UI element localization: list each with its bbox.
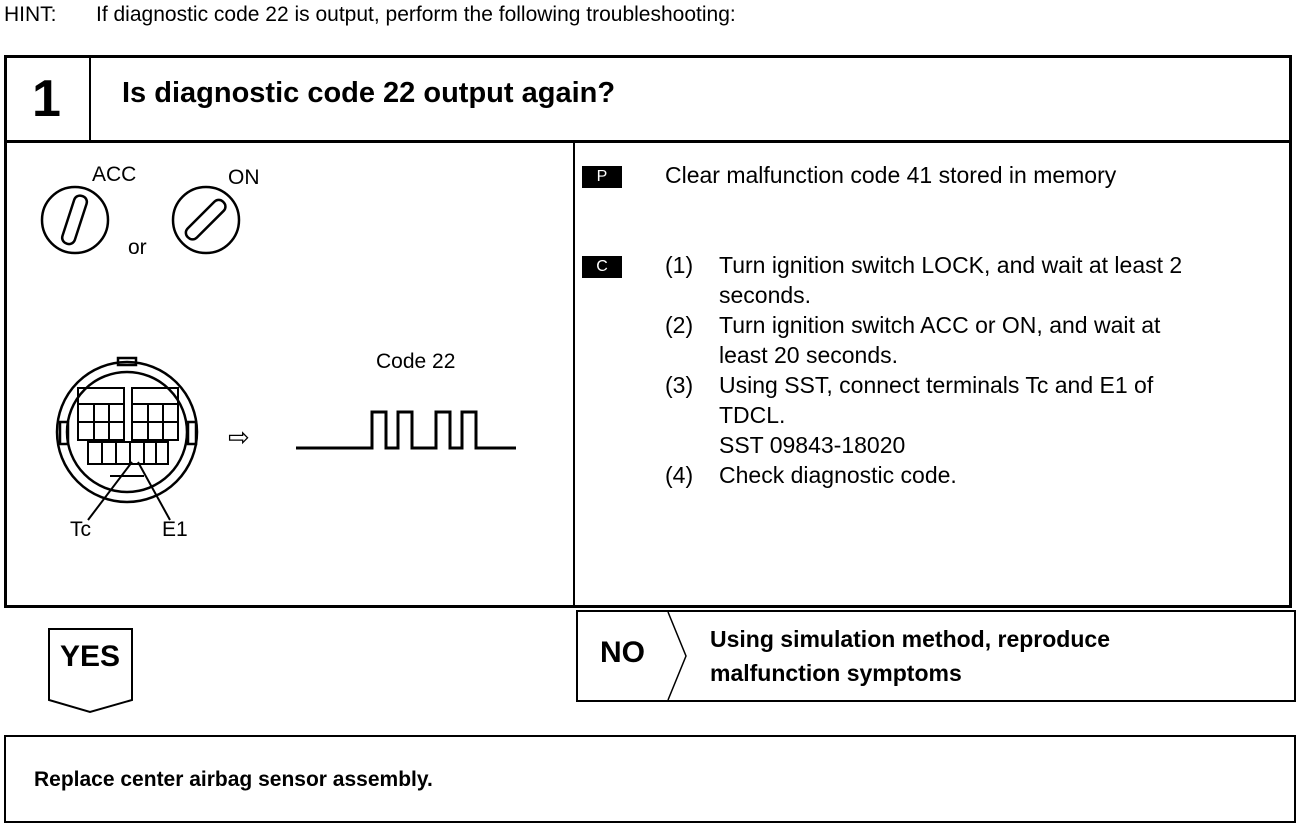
no-label: NO <box>600 636 645 669</box>
arrow-icon: ⇨ <box>228 422 250 452</box>
step-text-line: Turn ignition switch ACC or ON, and wait… <box>719 312 1161 338</box>
step-index: (4) <box>665 462 694 488</box>
step-text-line: SST 09843-18020 <box>719 432 906 458</box>
ignition-on-icon <box>171 185 241 255</box>
step-header-divider <box>4 140 1292 143</box>
e1-label: E1 <box>162 518 188 541</box>
no-branch-box <box>576 610 1296 702</box>
step-index: (3) <box>665 372 694 398</box>
instruction-step-2: (2) Turn ignition switch ACC or ON, and … <box>0 310 1312 370</box>
or-label: or <box>128 236 147 259</box>
acc-label: ACC <box>92 163 137 186</box>
on-label: ON <box>228 166 260 189</box>
p-instruction: Clear malfunction code 41 stored in memo… <box>665 162 1117 188</box>
no-text-line-2: malfunction symptoms <box>710 660 962 686</box>
hint-text: If diagnostic code 22 is output, perform… <box>96 3 736 26</box>
tdcl-connector-icon <box>55 356 199 521</box>
result-text: Replace center airbag sensor assembly. <box>34 768 433 791</box>
step-number-divider <box>89 55 91 142</box>
result-box <box>4 735 1296 823</box>
code-22-waveform <box>296 410 516 450</box>
step-text-line: Using SST, connect terminals Tc and E1 o… <box>719 372 1154 398</box>
instruction-step-1: (1) Turn ignition switch LOCK, and wait … <box>0 250 1312 310</box>
no-arrow-divider <box>667 612 687 700</box>
step-index: (2) <box>665 312 694 338</box>
ignition-acc-icon <box>40 185 110 255</box>
code-label: Code 22 <box>376 350 456 373</box>
no-instruction: Using simulation method, reproduce malfu… <box>710 622 1110 690</box>
diagnostic-diagram <box>40 185 516 521</box>
step-question: Is diagnostic code 22 output again? <box>122 77 616 109</box>
step-text-line: least 20 seconds. <box>719 342 899 368</box>
yes-arrow-box <box>48 628 133 714</box>
tc-label: Tc <box>70 518 91 541</box>
step-text-line: TDCL. <box>719 402 786 428</box>
step-index: (1) <box>665 252 694 278</box>
column-divider <box>573 142 575 608</box>
hint-label: HINT: <box>4 3 57 26</box>
step-text-line: Check diagnostic code. <box>719 462 957 488</box>
step-text-line: seconds. <box>719 282 812 308</box>
instruction-step-4: (4) Check diagnostic code. <box>0 460 1312 490</box>
c-badge: C <box>582 256 622 278</box>
step-box <box>4 55 1292 608</box>
instruction-step-3: (3) Using SST, connect terminals Tc and … <box>0 370 1312 460</box>
no-text-line-1: Using simulation method, reproduce <box>710 626 1110 652</box>
p-badge: P <box>582 166 622 188</box>
step-text-line: Turn ignition switch LOCK, and wait at l… <box>719 252 1183 278</box>
yes-label: YES <box>59 640 121 673</box>
step-number: 1 <box>32 70 61 128</box>
